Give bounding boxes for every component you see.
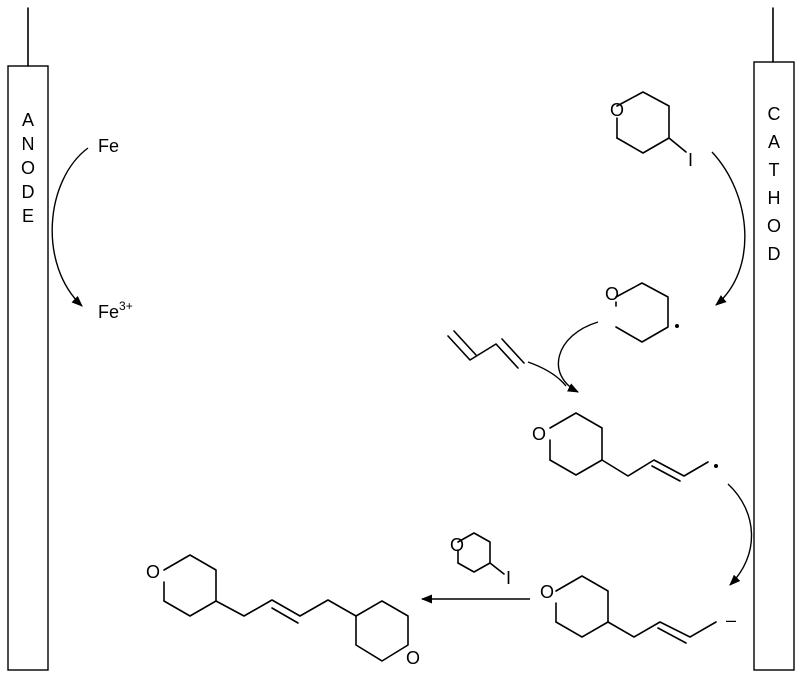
iodine-label: I: [506, 568, 511, 588]
coupled-product: O O: [146, 554, 420, 668]
cathode-letter: T: [769, 160, 780, 180]
cathode-letter: C: [768, 104, 781, 124]
addition-arrow: [557, 321, 599, 393]
anode-letter: D: [22, 182, 35, 202]
anode-letter: O: [21, 158, 35, 178]
butadiene: [447, 330, 525, 369]
iodine-label: I: [688, 150, 693, 170]
oxygen-label: O: [146, 562, 160, 582]
anode-letter: E: [22, 206, 34, 226]
anode-electrode: A N O D E: [7, 7, 49, 671]
fe-label: Fe: [98, 136, 119, 156]
oxygen-label: O: [450, 535, 464, 555]
addition-arrow-tail: [527, 361, 567, 387]
oxygen-label: O: [406, 648, 420, 668]
anode-letter: A: [22, 110, 34, 130]
anion-charge: –: [726, 610, 736, 630]
anode-plate: [7, 65, 49, 671]
cathode-letter: A: [768, 132, 780, 152]
fe3-label: Fe3+: [98, 299, 133, 322]
cathode-electrode: C A T H O D: [753, 7, 795, 671]
cathode-letter: D: [768, 244, 781, 264]
cathode-letter: H: [768, 188, 781, 208]
anode-letter: N: [22, 134, 35, 154]
oxygen-label: O: [540, 582, 554, 602]
iodo-tetrahydropyran-reagent: O I: [450, 532, 511, 588]
radical-dot: [675, 324, 679, 328]
reduction-arrow-2: [727, 483, 753, 586]
reduction-arrow-1: [711, 151, 746, 306]
allyl-radical-adduct: O: [532, 412, 718, 482]
iron-oxidation: Fe Fe3+: [51, 136, 133, 322]
oxidation-arrow: [51, 147, 89, 307]
cathode-letter: O: [767, 216, 781, 236]
radical-dot: [714, 464, 718, 468]
oxygen-label: O: [610, 100, 624, 120]
cathode-plate: [753, 61, 795, 671]
oxygen-label: O: [605, 284, 619, 304]
allyl-anion: O –: [540, 575, 736, 644]
iodo-tetrahydropyran: O I: [610, 91, 693, 170]
pyranyl-radical: O: [605, 282, 679, 343]
oxygen-label: O: [532, 424, 546, 444]
